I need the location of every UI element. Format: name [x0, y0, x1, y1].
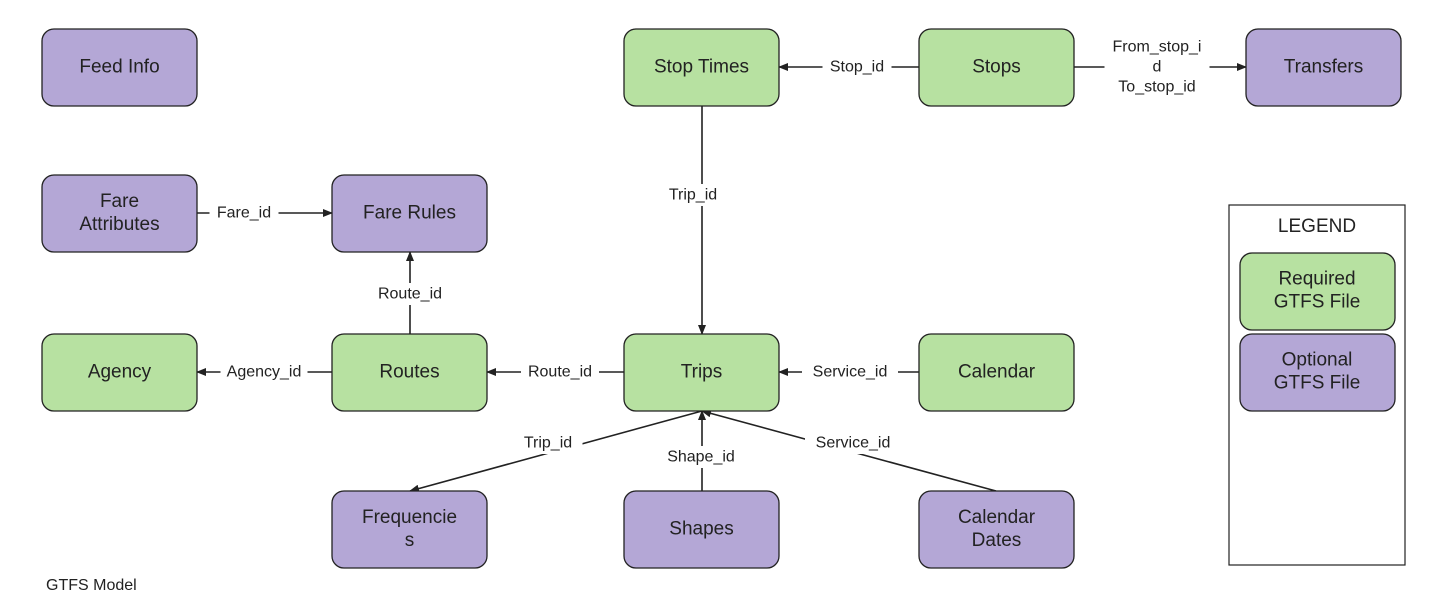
legend-item-label: GTFS File	[1274, 292, 1361, 313]
edges-layer: Stop_idFrom_stop_idTo_stop_idTrip_idFare…	[196, 36, 1247, 493]
node-label: Routes	[379, 362, 439, 383]
node-calendar: Calendar	[918, 333, 1075, 412]
edge-stop-times-to-trips: Trip_id	[658, 106, 728, 335]
legend-item-label: Optional	[1282, 350, 1353, 371]
edge-label-background	[805, 432, 901, 454]
node-label: Fare Rules	[363, 203, 456, 224]
edge-label-background	[662, 446, 740, 468]
node-box	[918, 28, 1075, 107]
edge-label: Stop_id	[830, 58, 884, 75]
node-box	[623, 333, 780, 412]
node-box	[623, 490, 780, 569]
node-box	[623, 28, 780, 107]
node-box	[918, 333, 1075, 412]
legend-title: LEGEND	[1278, 216, 1356, 237]
node-fare-rules: Fare Rules	[331, 174, 488, 253]
node-label: Calendar	[958, 362, 1036, 383]
edge-label: Service_id	[813, 363, 888, 380]
edge-label: Route_id	[378, 285, 442, 302]
node-feed-info: Feed Info	[41, 28, 198, 107]
node-label: s	[405, 530, 415, 551]
edge-label-background	[822, 56, 892, 78]
edge-shapes-to-trips: Shape_id	[662, 410, 740, 491]
node-box	[331, 333, 488, 412]
edge-label: Trip_id	[669, 186, 717, 203]
node-agency: Agency	[41, 333, 198, 412]
node-box	[41, 28, 198, 107]
node-shapes: Shapes	[623, 490, 780, 569]
node-stop-times: Stop Times	[623, 28, 780, 107]
node-box	[1245, 28, 1402, 107]
edge-routes-to-agency: Agency_id	[196, 361, 332, 383]
edge-label: d	[1153, 58, 1162, 75]
node-box	[41, 174, 198, 253]
edge-label: To_stop_id	[1118, 78, 1195, 95]
node-box	[41, 333, 198, 412]
edge-trips-to-frequencies: Trip_id	[409, 410, 703, 493]
node-label: Feed Info	[79, 57, 159, 78]
node-label: Transfers	[1284, 57, 1364, 78]
edge-label: Trip_id	[524, 434, 572, 451]
edge-calendar-dates-to-trips: Service_id	[701, 409, 997, 492]
edge-label-background	[209, 202, 279, 224]
node-label: Attributes	[79, 214, 159, 235]
edge-label-background	[802, 361, 898, 383]
node-label: Dates	[972, 530, 1022, 551]
node-label: Shapes	[669, 519, 733, 540]
edge-stops-to-stop-times: Stop_id	[778, 56, 919, 78]
node-box	[331, 174, 488, 253]
node-label: Fare	[100, 191, 139, 212]
node-label: Calendar	[958, 507, 1036, 528]
edge-label: Service_id	[816, 434, 891, 451]
legend-swatch-required	[1239, 252, 1396, 331]
node-label: Agency	[88, 362, 152, 383]
legend-item-label: Required	[1278, 269, 1355, 290]
node-label: Stop Times	[654, 57, 749, 78]
edge-label-background	[371, 283, 449, 305]
nodes-layer: Feed Info Stop Times Stops TransfersFareAtt…	[41, 28, 1402, 569]
edge-label-background	[220, 361, 308, 383]
node-label: Trips	[681, 362, 723, 383]
edge-label: From_stop_i	[1113, 38, 1202, 55]
edge-label-background	[513, 432, 583, 454]
node-box	[331, 490, 488, 569]
edge-label: Agency_id	[227, 363, 302, 380]
edge-trips-to-routes: Route_id	[486, 361, 624, 383]
node-stops: Stops	[918, 28, 1075, 107]
edge-label-background	[658, 184, 728, 206]
node-label: Frequencie	[362, 507, 457, 528]
edge-fare-attributes-to-fare-rules: Fare_id	[197, 202, 333, 224]
legend-swatch-optional	[1239, 333, 1396, 412]
edge-calendar-to-trips: Service_id	[778, 361, 919, 383]
edge-label: Fare_id	[217, 204, 271, 221]
node-box	[918, 490, 1075, 569]
edge-label-background	[1104, 36, 1210, 98]
edge-label: Shape_id	[667, 448, 735, 465]
edge-routes-to-fare-rules: Route_id	[371, 251, 449, 334]
edge-label: Route_id	[528, 363, 592, 380]
edge-label-background	[521, 361, 599, 383]
legend-item-label: GTFS File	[1274, 373, 1361, 394]
node-trips: Trips	[623, 333, 780, 412]
node-routes: Routes	[331, 333, 488, 412]
node-label: Stops	[972, 57, 1021, 78]
diagram-caption: GTFS Model	[46, 577, 137, 594]
node-transfers: Transfers	[1245, 28, 1402, 107]
